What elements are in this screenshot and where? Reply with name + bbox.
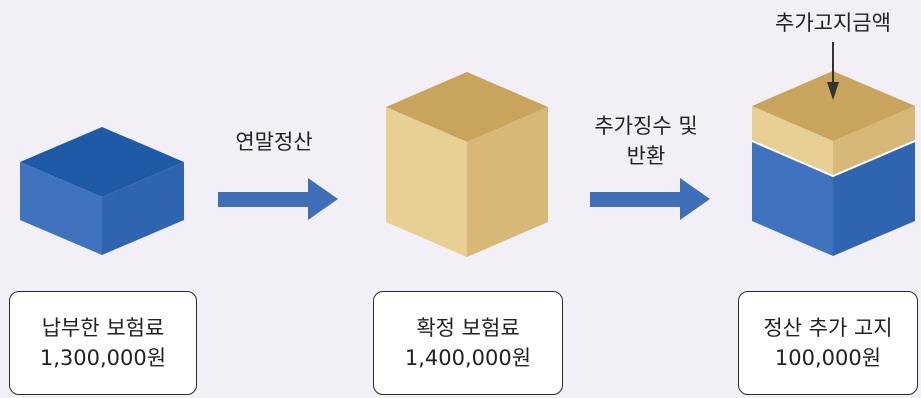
- notice-cube-top: [752, 71, 915, 141]
- additional-notice-amount-label: 추가고지금액: [775, 11, 891, 35]
- paid-cube-right: [102, 162, 184, 255]
- paid-premium-title: 납부한 보험료: [41, 316, 165, 340]
- settlement-notice-title: 정산 추가 고지: [763, 316, 893, 340]
- settlement-notice-box: 정산 추가 고지 100,000원: [738, 291, 918, 395]
- collection-arrow-label-line1: 추가징수 및: [594, 114, 698, 138]
- settlement-arrow: [218, 178, 338, 220]
- confirmed-premium-amount: 1,400,000원: [404, 346, 532, 370]
- paid-premium-box: 납부한 보험료 1,300,000원: [9, 291, 197, 395]
- settlement-arrow-label: 연말정산: [235, 130, 313, 154]
- confirmed-cube-right: [467, 107, 548, 257]
- paid-cube-left: [20, 162, 102, 255]
- notice-cube-gold-right: [833, 106, 915, 176]
- confirmed-premium-cube: [386, 72, 548, 257]
- callout-pointer-arrow: [827, 42, 839, 100]
- paid-premium-amount: 1,300,000원: [39, 346, 167, 370]
- settlement-notice-amount: 100,000원: [774, 346, 882, 370]
- confirmed-premium-title: 확정 보험료: [416, 316, 520, 340]
- collection-arrow-label-line2: 반환: [626, 144, 666, 168]
- confirmed-premium-box: 확정 보험료 1,400,000원: [373, 291, 563, 395]
- notice-cube-blue-left: [752, 141, 833, 256]
- settlement-notice-cube: [751, 71, 916, 256]
- notice-cube-blue-right: [833, 141, 915, 256]
- confirmed-cube-left: [386, 107, 467, 257]
- notice-cube-gold-left: [752, 106, 833, 176]
- collection-arrow: [590, 178, 710, 220]
- paid-premium-cube: [20, 127, 184, 255]
